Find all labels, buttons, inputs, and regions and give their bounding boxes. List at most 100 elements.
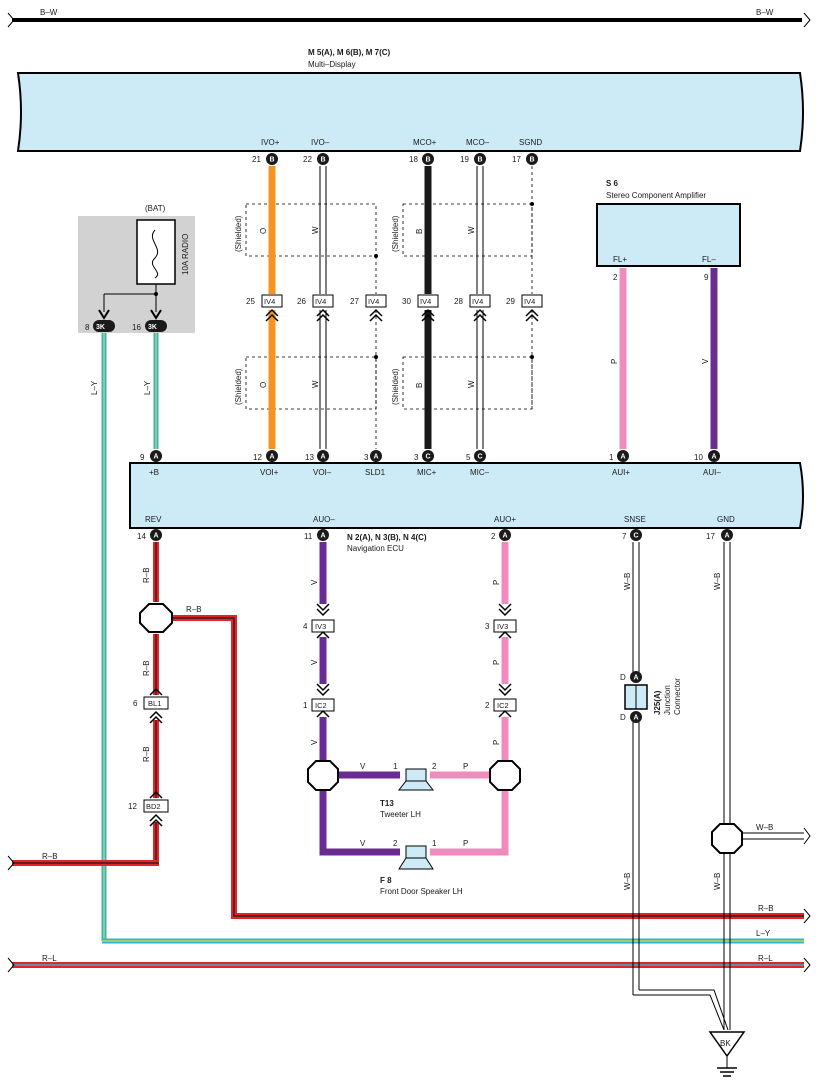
connector-num: 25 (246, 297, 255, 306)
connector-num: 26 (297, 297, 306, 306)
connector-num: 29 (506, 297, 515, 306)
connector-label: IV3 (315, 622, 326, 631)
amplifier-fl-minus: FL– (702, 255, 716, 264)
pin-number: 3 (364, 453, 369, 462)
junction-pin: D (620, 673, 626, 682)
connector-label: IV4 (524, 297, 535, 306)
wire-color: L–Y (143, 380, 152, 395)
connector-label: IV4 (472, 297, 483, 306)
junction-title: J25(A) (653, 690, 662, 715)
top-bus: B–W B–W (7, 8, 811, 28)
connector-label: IV3 (497, 622, 508, 631)
pin-label: IVO– (311, 138, 330, 147)
wire-color: V (310, 739, 319, 745)
fuse-conn2-num: 16 (132, 323, 141, 332)
connector-num: 1 (303, 701, 308, 710)
fuse-block: (BAT) 10A RADIO 3K 3K 8 16 (78, 204, 195, 333)
wire-color: W–B (623, 573, 632, 590)
nav-ecu-subtitle: Navigation ECU (347, 544, 404, 553)
pin-number: 1 (609, 453, 614, 462)
speaker-pin: 2 (432, 762, 437, 771)
pin-conn: A (503, 533, 508, 540)
wire-color: W (311, 380, 320, 388)
pin-label: AUI– (703, 468, 721, 477)
pin-label: IVO+ (261, 138, 280, 147)
amplifier-pin-minus: 9 (704, 273, 709, 282)
pin-label: SNSE (624, 515, 646, 524)
wire-color: W (467, 380, 476, 388)
connector-label: IC2 (315, 701, 327, 710)
door-speaker-subtitle: Front Door Speaker LH (380, 887, 463, 896)
pin-conn: A (154, 454, 159, 461)
shield-label: (Shielded) (391, 368, 400, 405)
pin-label: MIC+ (417, 468, 437, 477)
wire-color: V (310, 659, 319, 665)
wire-color: V (701, 358, 710, 364)
ground-symbol: BK (708, 1031, 746, 1077)
connector-label: IV4 (315, 297, 326, 306)
wire-color: B (415, 229, 424, 234)
rb-connectors: 6 BL1 12 BD2 (128, 687, 169, 827)
pin-number: 21 (252, 155, 261, 164)
front-door-speaker-lh: 2 1 F 8 Front Door Speaker LH (380, 839, 463, 896)
wire-color: L–Y (756, 929, 771, 938)
junction-connector: D A D A J25(A) Junction Connector (620, 671, 682, 723)
nav-ecu-title: N 2(A), N 3(B), N 4(C) (347, 533, 427, 542)
speaker-wiring: V V V P P P V P V P (307, 542, 521, 856)
pin-conn: A (712, 454, 717, 461)
connector-num: 27 (350, 297, 359, 306)
pin-label: AUI+ (612, 468, 630, 477)
speaker-pin: 1 (393, 762, 398, 771)
wire-color: P (610, 359, 619, 364)
pin-conn: B (530, 157, 535, 164)
multi-display-pins: IVO+ 21 B IVO– 22 B MCO+ 18 B MCO– 19 B … (252, 138, 542, 165)
wb-labels: W–B W–B W–B W–B W–B (623, 573, 773, 890)
nav-top-pins: 9 A +B 12 A VOI+ 13 A VOI– 3 A SLD1 3 C … (140, 450, 721, 477)
pin-label: MCO– (466, 138, 490, 147)
wire-rl: R–L R–L (7, 954, 811, 973)
pin-label: GND (717, 515, 735, 524)
pin-conn: B (270, 157, 275, 164)
wire-color: P (492, 740, 501, 745)
wire-color-labels: O W B W O W B W (259, 226, 476, 388)
pin-number: 17 (512, 155, 521, 164)
wire-color: R–B (142, 567, 151, 583)
pin-label: REV (145, 515, 162, 524)
wire-color: W–B (756, 823, 773, 832)
wire-color: W (311, 226, 320, 234)
pin-number: 12 (253, 453, 262, 462)
wire-color: P (463, 762, 468, 771)
wire-color: W (467, 226, 476, 234)
wire-color: R–B (42, 852, 58, 861)
junction-line2: Connector (673, 678, 682, 715)
pin-number: 22 (303, 155, 312, 164)
pin-conn: A (621, 454, 626, 461)
pin-number: 14 (137, 532, 146, 541)
wire-color: V (360, 839, 366, 848)
shield-label: (Shielded) (234, 368, 243, 405)
pin-number: 9 (140, 453, 145, 462)
pin-number: 2 (491, 532, 496, 541)
wire-color: V (360, 762, 366, 771)
wire-color: P (463, 839, 468, 848)
connector-label: BL1 (148, 699, 161, 708)
speaker-pin: 1 (432, 839, 437, 848)
wire-color: V (310, 579, 319, 585)
pin-conn: A (321, 533, 326, 540)
tweeter-lh: 1 2 T13 Tweeter LH (380, 762, 437, 819)
fuse-conn1-num: 8 (85, 323, 90, 332)
fuse-conn: 3K (148, 324, 157, 331)
pin-label: VOI– (313, 468, 332, 477)
iv4-connectors: 25 IV4 26 IV4 27 IV4 30 IV4 28 IV4 29 IV… (246, 294, 543, 308)
wire-color: O (259, 382, 268, 388)
pin-conn: C (478, 454, 483, 461)
wire-color: W–B (623, 873, 632, 890)
connector-label: IV4 (368, 297, 379, 306)
pin-label: MCO+ (413, 138, 437, 147)
wire-color: R–B (142, 660, 151, 676)
wire-color: B (415, 383, 424, 388)
tweeter-subtitle: Tweeter LH (380, 810, 421, 819)
speaker-connectors: 4 IV3 1 IC2 3 IV3 2 IC2 (303, 603, 517, 718)
ground-label: BK (720, 1039, 731, 1048)
pin-conn: A (321, 454, 326, 461)
